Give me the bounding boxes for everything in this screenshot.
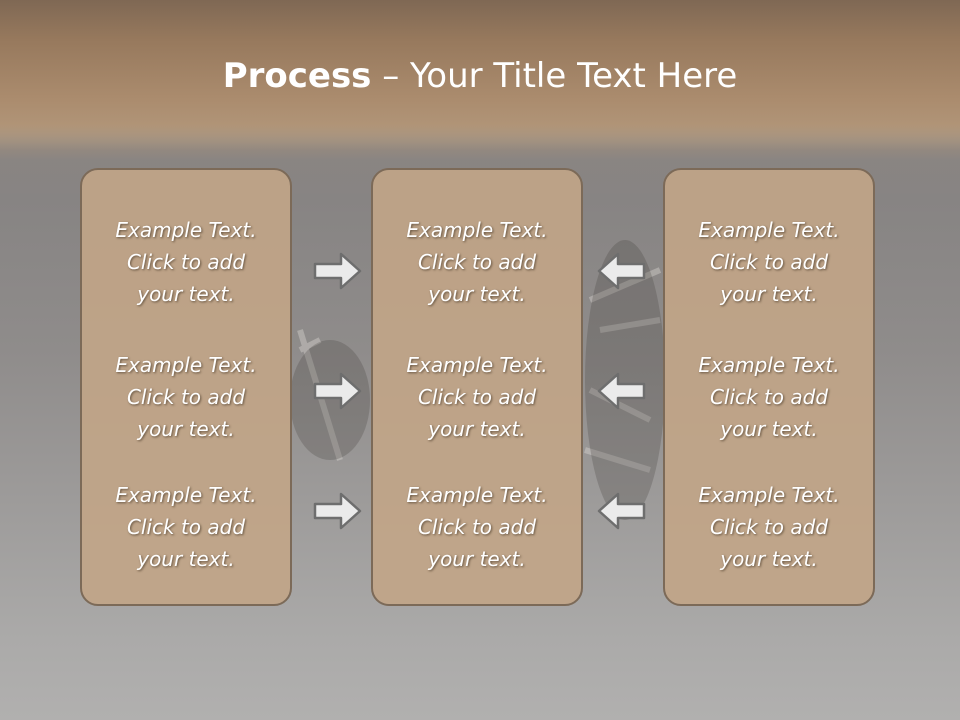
panel-text[interactable]: Example Text. Click to add your text. (115, 483, 257, 571)
title-band (0, 0, 960, 160)
title-rest: – Your Title Text Here (371, 56, 738, 96)
panel-text[interactable]: Example Text. Click to add your text. (698, 218, 840, 306)
process-panel-left[interactable]: Example Text. Click to add your text. Ex… (80, 168, 292, 606)
left-arrow-icon (597, 492, 646, 530)
panel-text[interactable]: Example Text. Click to add your text. (406, 218, 548, 306)
panel-text[interactable]: Example Text. Click to add your text. (115, 353, 257, 441)
right-arrow-icon (313, 372, 362, 410)
panel-text[interactable]: Example Text. Click to add your text. (115, 218, 257, 306)
process-panel-right[interactable]: Example Text. Click to add your text. Ex… (663, 168, 875, 606)
process-panel-center[interactable]: Example Text. Click to add your text. Ex… (371, 168, 583, 606)
right-arrow-icon (313, 492, 362, 530)
left-arrow-icon (597, 252, 646, 290)
panel-text[interactable]: Example Text. Click to add your text. (406, 353, 548, 441)
panel-text[interactable]: Example Text. Click to add your text. (698, 353, 840, 441)
right-arrow-icon (313, 252, 362, 290)
left-arrow-icon (597, 372, 646, 410)
panel-text[interactable]: Example Text. Click to add your text. (698, 483, 840, 571)
panel-text[interactable]: Example Text. Click to add your text. (406, 483, 548, 571)
slide-title: Process – Your Title Text Here (0, 52, 960, 100)
title-bold: Process (222, 56, 372, 96)
